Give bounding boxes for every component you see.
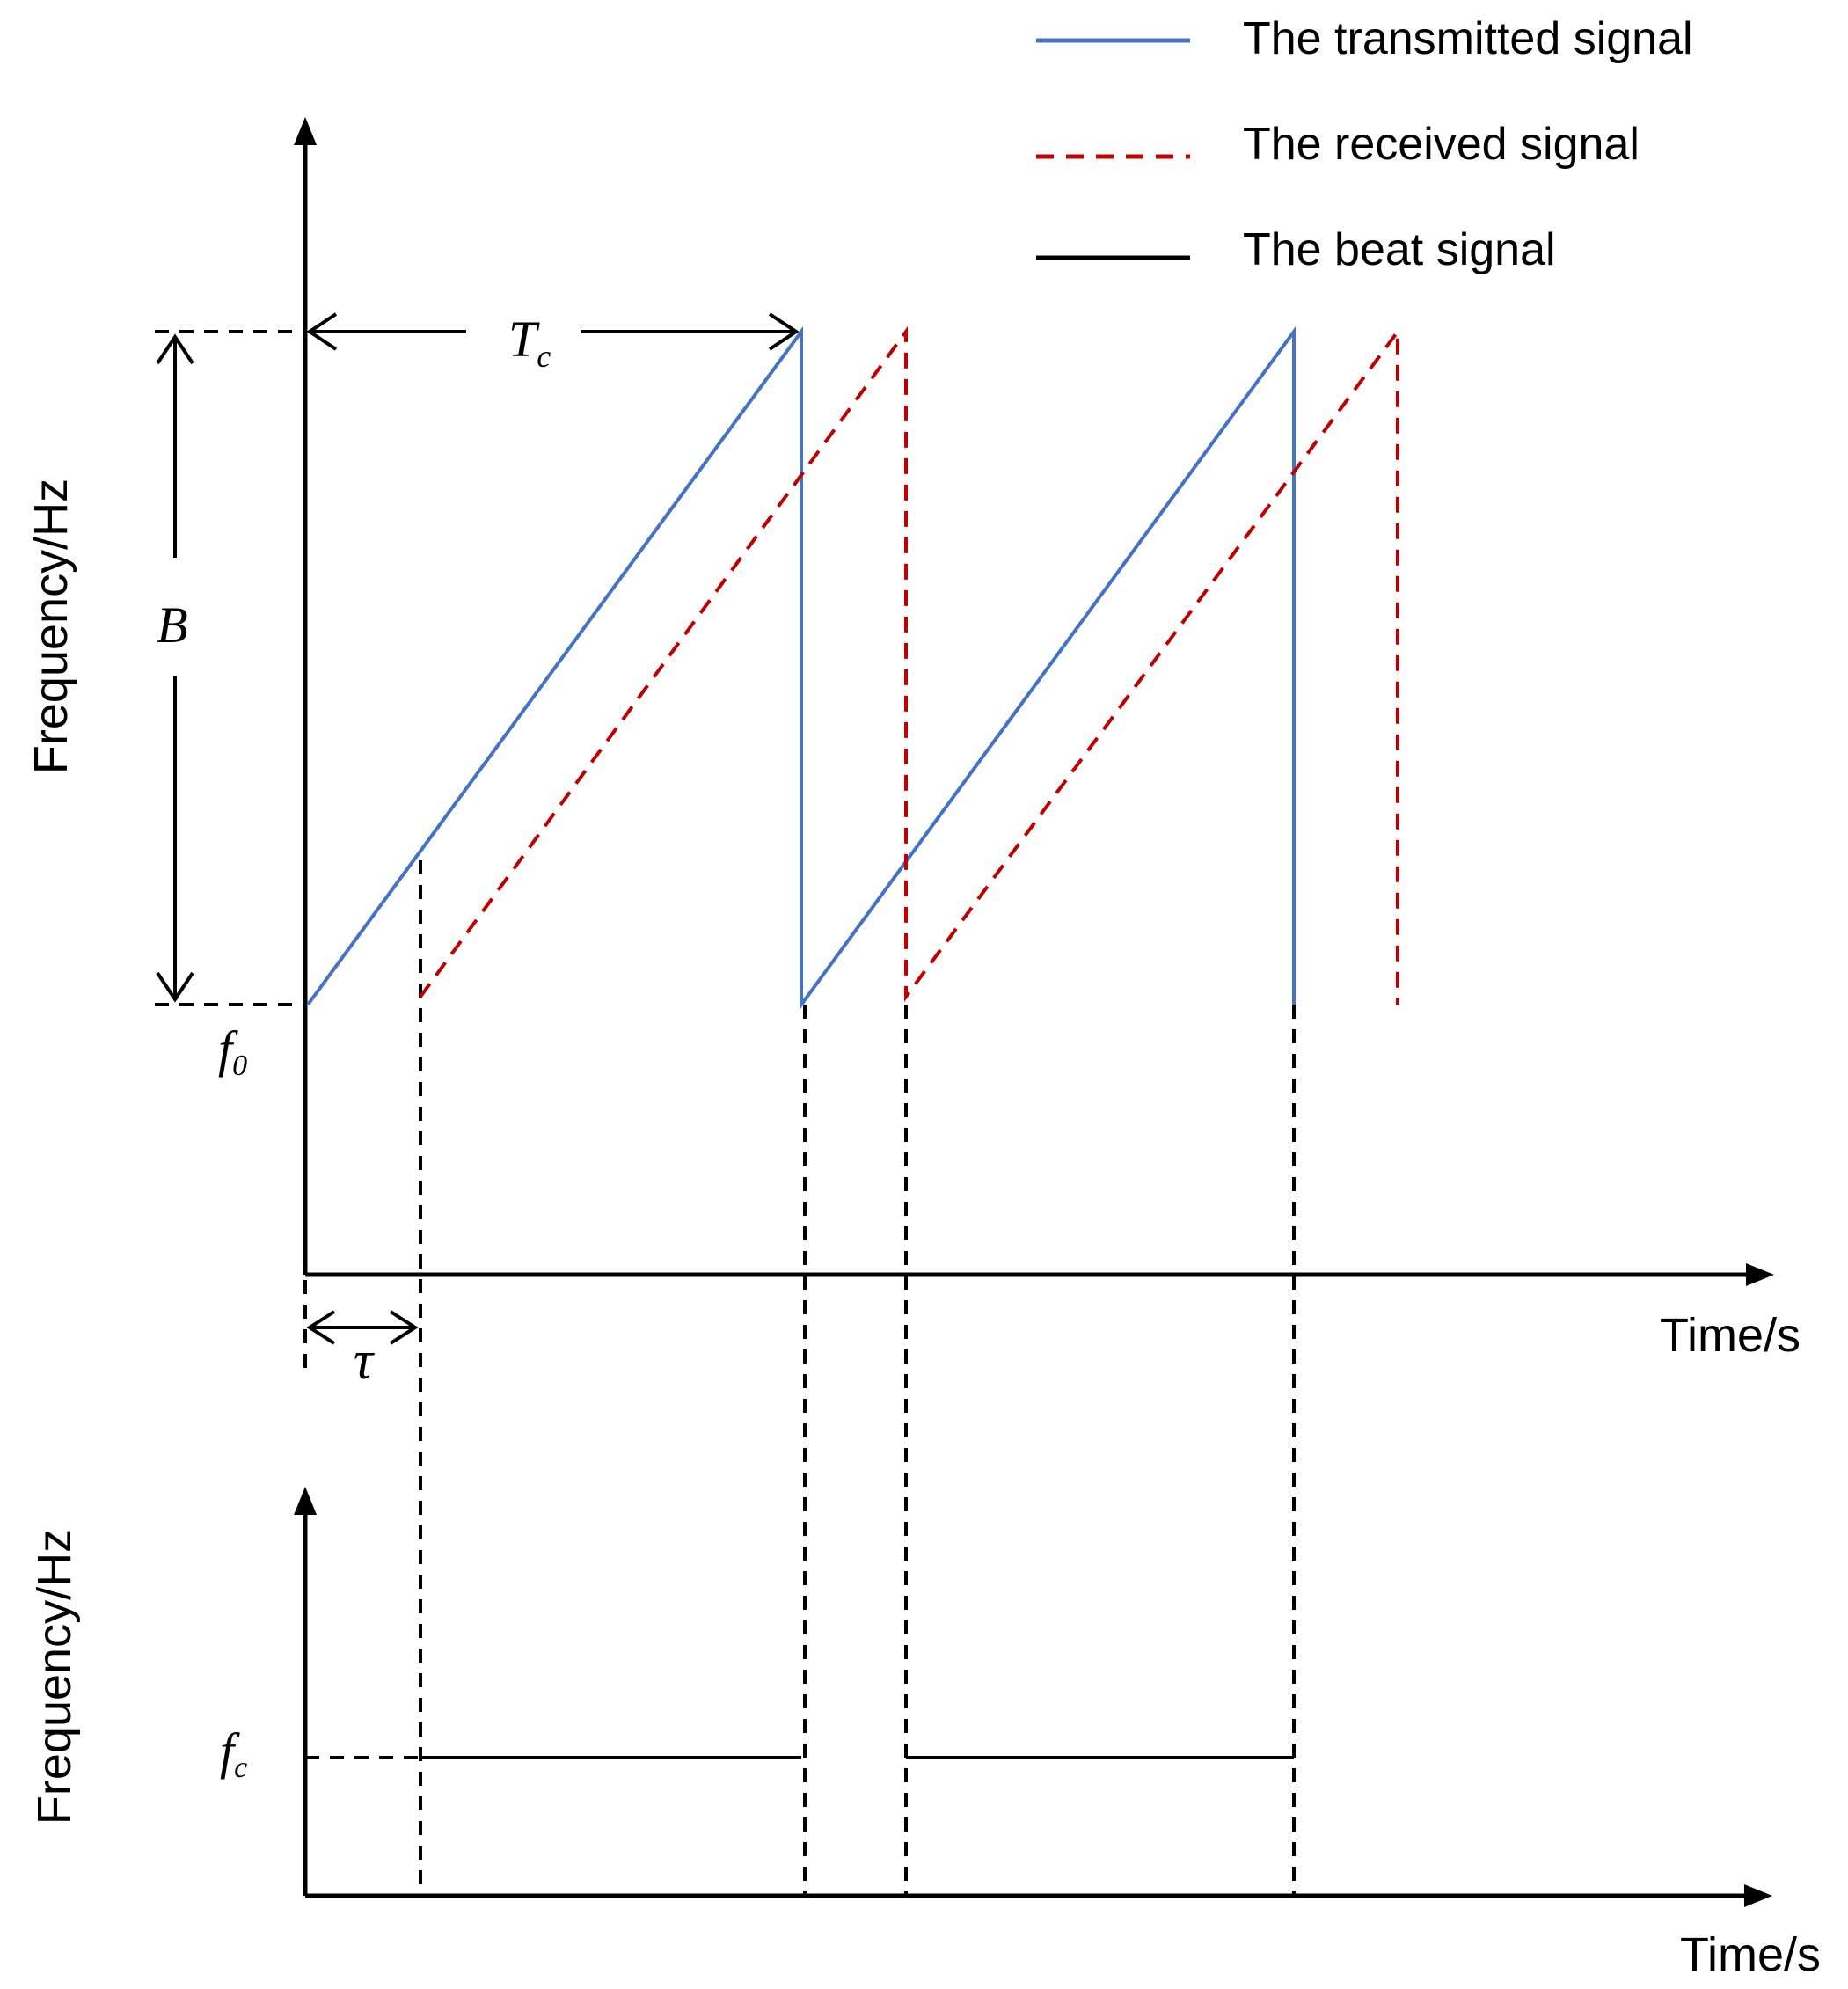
fc-label: fc: [220, 1722, 247, 1784]
tau-arrowhead-left: [306, 1310, 336, 1345]
tc-annotation: [306, 312, 800, 351]
bottom-x-axis-label: Time/s: [1680, 1928, 1821, 1981]
tau-arrowhead-right: [389, 1310, 419, 1345]
top-axes: Frequency/Hz Time/s: [25, 117, 1801, 1362]
legend-label-received: The received signal: [1243, 119, 1640, 170]
received-signal: [419, 325, 1399, 1005]
top-x-axis-label: Time/s: [1660, 1309, 1801, 1362]
b-annotation: [156, 333, 194, 1003]
bottom-y-axis-label: Frequency/Hz: [28, 1529, 81, 1824]
bottom-y-axis-arrow: [294, 1487, 317, 1515]
tc-label: Tc: [508, 311, 551, 374]
top-y-axis-arrow: [294, 117, 317, 145]
top-y-axis-label: Frequency/Hz: [25, 479, 77, 774]
legend: The transmitted signal The received sign…: [1036, 13, 1693, 275]
tau-label: τ: [354, 1331, 376, 1391]
f0-label: f0: [218, 1020, 247, 1082]
legend-label-transmitted: The transmitted signal: [1243, 13, 1693, 64]
b-arrowhead-bottom: [156, 971, 194, 1003]
tc-arrowhead-left: [306, 312, 338, 351]
b-arrowhead-top: [156, 333, 194, 365]
transmitted-signal: [306, 325, 1296, 1011]
bottom-axes: Frequency/Hz Time/s: [28, 1487, 1821, 1981]
tau-annotation: [306, 1310, 419, 1345]
tc-arrowhead-right: [768, 312, 800, 351]
b-label: B: [157, 596, 187, 654]
reference-lines: [155, 330, 1296, 1896]
bottom-x-axis-arrow: [1744, 1884, 1772, 1907]
top-x-axis-arrow: [1746, 1263, 1774, 1286]
legend-label-beat: The beat signal: [1243, 224, 1556, 275]
